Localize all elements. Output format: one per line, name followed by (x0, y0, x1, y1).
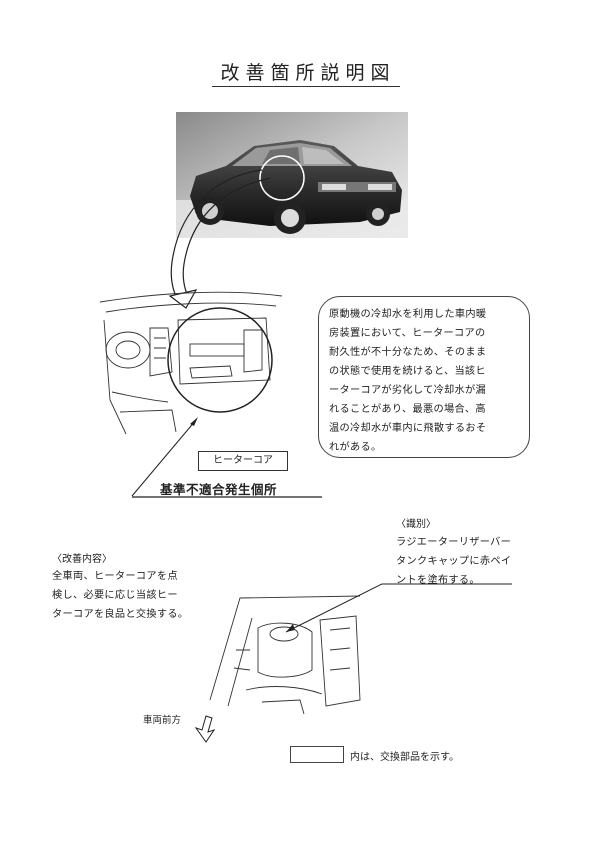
defect-description-text: 原動機の冷却水を利用した車内暖 房装置において、ヒーターコアの 耐久性が不十分な… (329, 309, 487, 453)
heater-core-label: ヒーターコア (198, 451, 288, 471)
front-direction-arrow (194, 715, 216, 743)
improvement-heading: 〈改善内容〉 (52, 554, 112, 565)
identification-text: ラジエーターリザーバー タンクキャップに赤ペイ ントを塗布する。 (396, 537, 512, 586)
cap-leader-line (285, 583, 383, 633)
engine-bay-sketch (209, 595, 361, 715)
defect-description-box: 原動機の冷却水を利用した車内暖 房装置において、ヒーターコアの 耐久性が不十分な… (318, 296, 530, 458)
car-photo (176, 112, 408, 238)
improvement-section: 〈改善内容〉 全車両、ヒーターコアを点 検し、必要に応じ当該ヒー ターコアを良品… (52, 550, 188, 624)
legend-text: 内は、交換部品を示す。 (350, 752, 459, 763)
page-title: 改善箇所説明図 (0, 58, 612, 87)
identification-heading: 〈識別〉 (396, 519, 436, 530)
part-leader-line (131, 419, 197, 497)
identification-section: 〈識別〉 ラジエーターリザーバー タンクキャップに赤ペイ ントを塗布する。 (396, 515, 511, 590)
dashboard-sketch (99, 291, 283, 435)
nonconformity-location-label: 基準不適合発生個所 (160, 482, 278, 497)
heater-core-zoom-circle (167, 307, 273, 413)
improvement-text: 全車両、ヒーターコアを点 検し、必要に応じ当該ヒー ターコアを良品と交換する。 (52, 571, 189, 620)
vehicle-front-label: 車両前方 (143, 715, 182, 726)
legend-box (290, 746, 344, 763)
